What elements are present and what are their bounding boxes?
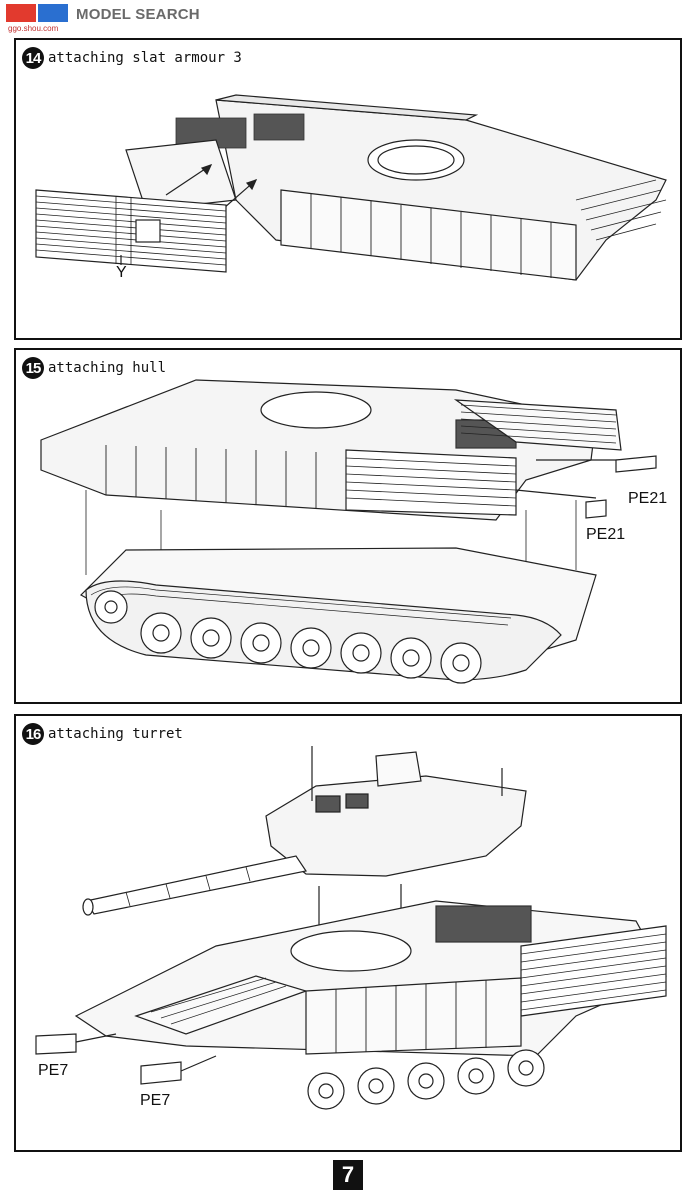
step-15-panel: 15 attaching hull PE21 PE21 [14,348,682,704]
step-title: attaching turret [48,726,183,742]
part-label: Y [116,264,127,281]
step-14-header: 14 attaching slat armour 3 [22,47,242,69]
turret-assembly-illustration [35,746,667,1110]
step-number-badge: 16 [22,723,44,745]
page-number: 7 [333,1160,363,1190]
step-16-panel: 16 attaching turret PE7 PE7 [14,714,682,1152]
part-label: PE21 [628,490,668,507]
watermark-text: MODEL SEARCH [76,6,200,23]
hull-assembly-illustration [40,379,657,684]
step-title: attaching hull [48,360,167,376]
step-16-header: 16 attaching turret [22,723,183,745]
step-number-badge: 15 [22,357,44,379]
part-label: PE21 [586,526,626,543]
step-14-panel: 14 attaching slat armour 3 Y [14,38,682,340]
step-15-header: 15 attaching hull [22,357,166,379]
step-number-badge: 14 [22,47,44,69]
watermark-logo-icon [6,4,68,22]
slat-armour-illustration [35,94,667,281]
step-title: attaching slat armour 3 [48,50,242,66]
part-label: PE7 [38,1062,69,1079]
part-label: PE7 [140,1092,171,1109]
watermark-url: ggo.shou.com [8,24,59,33]
